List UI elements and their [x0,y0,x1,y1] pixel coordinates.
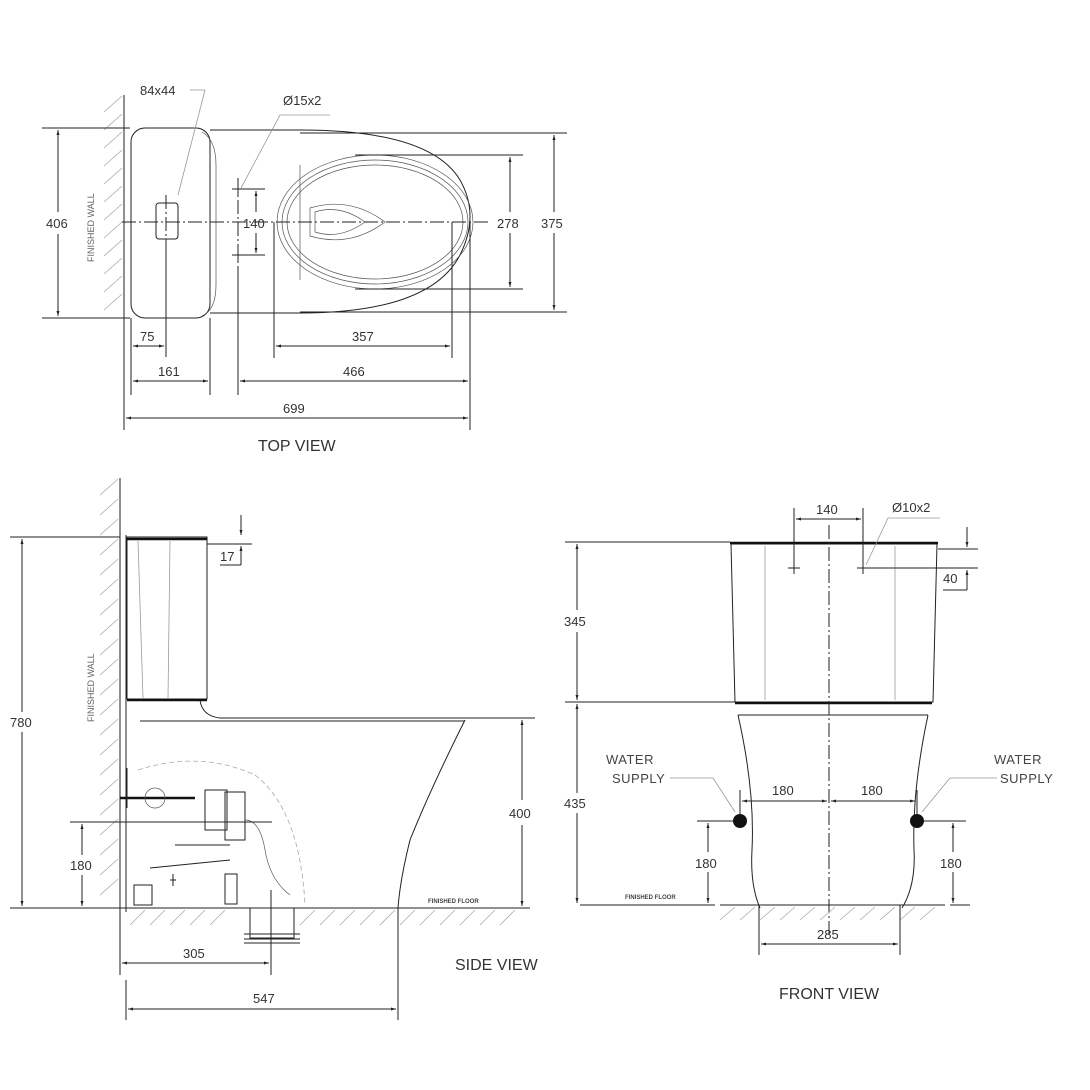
outlet-84x44 [155,202,179,240]
front-bowl-left [737,714,761,909]
wall-hatch [103,95,125,318]
dim-466: 466 [343,364,365,379]
water-supply-right-label-1: WATER [994,752,1042,767]
side-view: FINISHED WALL FINISHED FLOOR [10,478,539,1020]
water-supply-left-label-2: SUPPLY [612,771,665,786]
dim-180-right-offset: 180 [861,783,883,798]
dim-40: 40 [943,571,957,586]
dim-180-left-offset: 180 [772,783,794,798]
mounting-holes [232,183,244,261]
dim-547: 547 [253,991,275,1006]
dim-435: 435 [564,796,586,811]
water-supply-right-label-2: SUPPLY [1000,771,1053,786]
dim-400: 400 [509,806,531,821]
bowl-front-profile [397,719,466,909]
dim-140-front: 140 [816,502,838,517]
dim-180-left-height: 180 [695,856,717,871]
dim-75: 75 [140,329,154,344]
bowl-outline [210,129,471,314]
dim-278: 278 [497,216,519,231]
finished-floor-label-front: FINISHED FLOOR [625,895,676,901]
tank-outline [130,127,211,319]
front-bowl-right [901,714,929,909]
finished-wall-label: FINISHED WALL [86,193,96,262]
dim-161: 161 [158,364,180,379]
dim-375: 375 [541,216,563,231]
water-supply-left-label-1: WATER [606,752,654,767]
dim-180-right-height: 180 [940,856,962,871]
dim-357: 357 [352,329,374,344]
side-view-title: SIDE VIEW [455,957,539,974]
dim-780: 780 [10,715,32,730]
dim-305: 305 [183,946,205,961]
dim-180-side: 180 [70,858,92,873]
dim-17: 17 [220,549,234,564]
top-view-title: TOP VIEW [258,438,337,455]
dim-345: 345 [564,614,586,629]
water-supply-left [733,814,747,828]
outlet-size-callout: 84x44 [140,83,175,98]
dim-285: 285 [817,927,839,942]
hole-diameter-callout: Ø15x2 [283,93,321,108]
top-view: FINISHED WALL 84x44 Ø15x2 406 [42,83,567,455]
dim-406: 406 [46,216,68,231]
water-supply-right [910,814,924,828]
finished-wall-label-side: FINISHED WALL [86,653,96,722]
front-view: FINISHED FLOOR 140 Ø10x2 40 345 435 WATE… [564,500,1053,1003]
hole-diameter-callout-front: Ø10x2 [892,500,930,515]
finished-floor-label-side: FINISHED FLOOR [428,899,479,905]
dim-140-top: 140 [243,216,265,231]
dim-699: 699 [283,401,305,416]
front-view-title: FRONT VIEW [779,986,880,1003]
